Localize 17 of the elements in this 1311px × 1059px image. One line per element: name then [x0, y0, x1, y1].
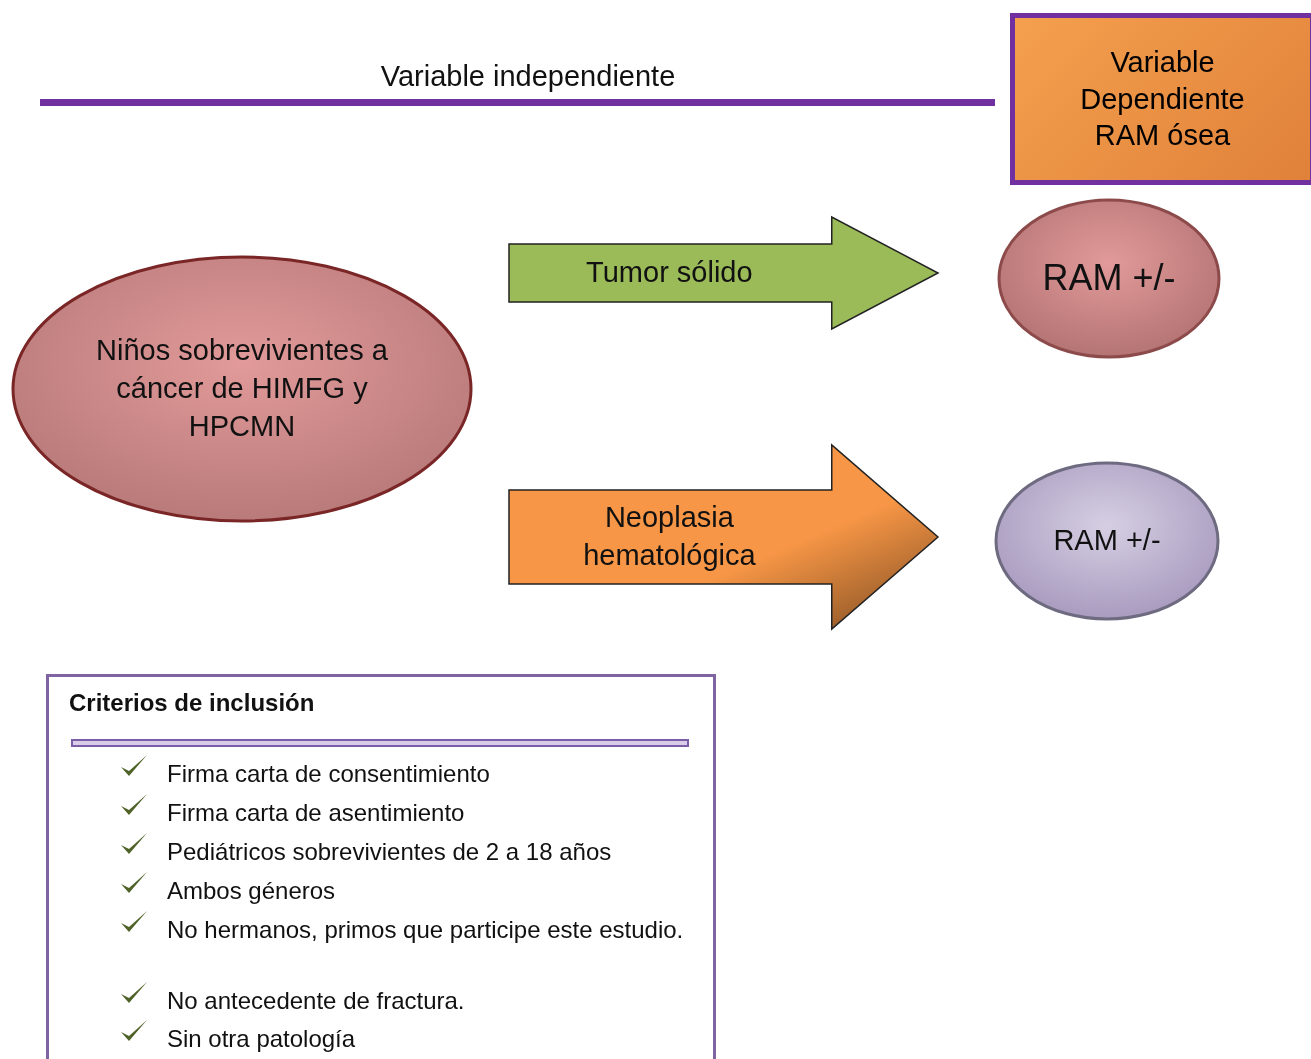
criterion-text: Sin otra patología: [167, 1024, 357, 1054]
section-heading: Variable independiente: [379, 60, 677, 93]
arrow-label: Neoplasia hematológica: [582, 500, 757, 573]
criteria-panel: [46, 674, 716, 1059]
box-title: Variable Dependiente RAM ósea: [1079, 44, 1246, 154]
ellipse-label: RAM +/-: [1052, 523, 1162, 559]
criterion-text: Firma carta de asentimiento: [167, 798, 466, 828]
panel-heading: Criterios de inclusión: [69, 689, 315, 717]
variable-box: [1010, 13, 1311, 185]
criterion-text: No antecedente de fractura.: [167, 986, 466, 1016]
criterion-text: Ambos géneros: [167, 876, 337, 906]
ellipse-label: RAM +/-: [1041, 256, 1177, 301]
criterion-text: Firma carta de consentimiento: [167, 759, 491, 789]
ellipse-label: Niños sobrevivientes a cáncer de HIMFG y HPCMN: [95, 333, 389, 444]
arrow-label: Tumor sólido: [585, 255, 754, 291]
criterion-text: No hermanos, primos que participe este estudio.: [167, 915, 685, 945]
criterion-text: Pediátricos sobrevivientes de 2 a 18 años: [167, 837, 613, 867]
